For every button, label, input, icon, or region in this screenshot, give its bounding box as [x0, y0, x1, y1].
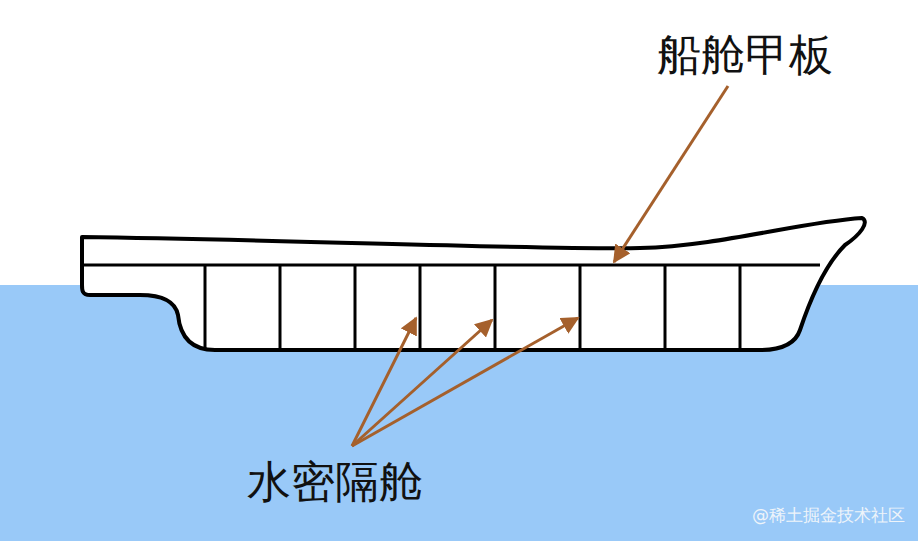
watermark: @稀土掘金技术社区	[752, 506, 905, 525]
bulkhead-line	[419, 265, 422, 349]
leader-line	[352, 320, 492, 446]
bulkhead-line	[579, 265, 582, 349]
deck-line	[84, 264, 820, 267]
bulkhead-label: 水密隔舱	[247, 458, 423, 506]
leader-line	[614, 86, 728, 262]
leader-line	[352, 318, 578, 446]
bulkhead-line	[739, 265, 742, 349]
leader-lines	[352, 86, 728, 446]
ship-hull	[82, 218, 865, 350]
bulkhead-line	[664, 265, 667, 349]
bulkhead-line	[354, 265, 357, 349]
bulkhead-line	[494, 265, 497, 349]
deck-label: 船舱甲板	[657, 31, 833, 79]
bulkhead-line	[279, 265, 282, 349]
bulkhead-line	[204, 265, 207, 349]
